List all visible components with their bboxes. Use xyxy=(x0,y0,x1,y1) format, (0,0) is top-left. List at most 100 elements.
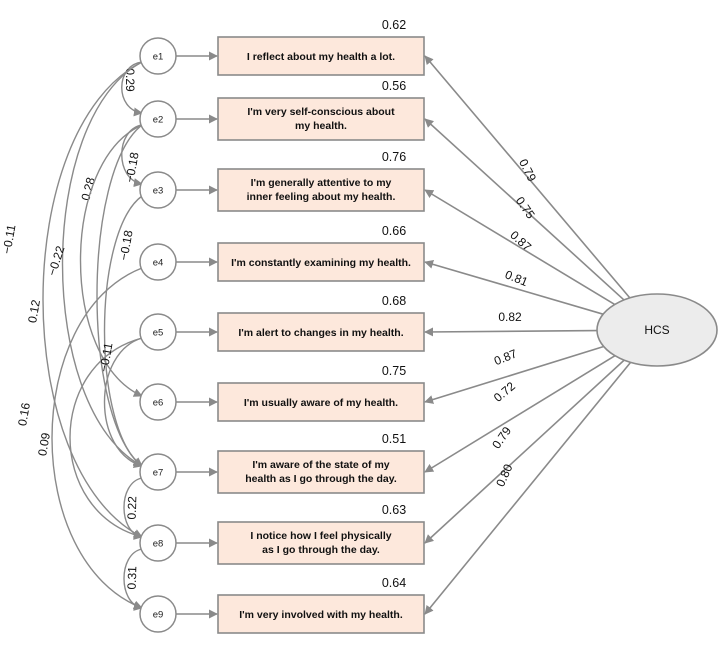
item-rect xyxy=(217,382,425,422)
item-layer: I reflect about my health a lot. 0.62I'm … xyxy=(217,18,425,634)
item-box-5: I'm alert to changes in my health. xyxy=(217,312,425,352)
covariance-value-e2-e3: −0.18 xyxy=(123,151,142,184)
item-text-line: health as I go through the day. xyxy=(245,473,397,485)
latent-label: HCS xyxy=(644,323,669,337)
r-squared-4: 0.66 xyxy=(382,224,406,238)
covariance-value-e1-e7: 0.12 xyxy=(25,298,43,324)
error-label: e8 xyxy=(153,539,164,550)
error-term-e4: e4 xyxy=(139,243,177,281)
item-box-6: I'm usually aware of my health. xyxy=(217,382,425,422)
r-squared-5: 0.68 xyxy=(382,294,406,308)
item-text-line: I'm very involved with my health. xyxy=(239,609,403,621)
loading-value-1: 0.79 xyxy=(516,157,539,184)
covariance-arc-e8-e9 xyxy=(123,543,151,611)
item-rect xyxy=(217,36,425,76)
item-rect xyxy=(217,312,425,352)
loading-path-2 xyxy=(424,118,625,301)
loading-value-9: 0.80 xyxy=(493,462,515,489)
item-box-8: I notice how I feel physically as I go th… xyxy=(217,521,425,565)
item-box-3: I'm generally attentive to my inner feeli… xyxy=(217,168,425,212)
error-term-e9: e9 xyxy=(139,595,177,633)
item-text-line: my health. xyxy=(295,120,347,132)
covariance-value-e8-e9: 0.31 xyxy=(125,566,140,590)
item-text-line: I'm generally attentive to my xyxy=(251,177,392,189)
covariance-value-e2-e6: −0.22 xyxy=(45,244,68,278)
error-label: e7 xyxy=(153,468,164,479)
loading-value-3: 0.87 xyxy=(507,228,534,254)
item-box-7: I'm aware of the state of my health as I … xyxy=(217,450,425,494)
error-label: e4 xyxy=(153,258,164,269)
loading-path-6 xyxy=(424,345,604,404)
error-term-e1: e1 xyxy=(139,37,177,75)
error-term-e2: e2 xyxy=(139,100,177,138)
error-term-e3: e3 xyxy=(139,171,177,209)
loading-value-7: 0.72 xyxy=(491,379,518,405)
item-text-line: I'm usually aware of my health. xyxy=(244,397,398,409)
item-box-1: I reflect about my health a lot. xyxy=(217,36,425,76)
covariance-arc-e5-e7 xyxy=(103,331,152,468)
covariance-arc-e1-e8 xyxy=(42,54,152,538)
error-label: e2 xyxy=(153,115,164,126)
error-term-e8: e8 xyxy=(139,524,177,562)
error-label: e3 xyxy=(153,186,164,197)
covariance-arc-e7-e8 xyxy=(123,472,151,540)
item-rect xyxy=(217,450,425,494)
loading-path-3 xyxy=(424,189,616,306)
r-squared-9: 0.64 xyxy=(382,576,406,590)
error-label: e9 xyxy=(153,610,164,621)
error-term-e7: e7 xyxy=(139,453,177,491)
covariance-arc-e2-e6 xyxy=(79,117,152,397)
error-term-e6: e6 xyxy=(139,383,177,421)
item-rect xyxy=(217,97,425,141)
r-squared-1: 0.62 xyxy=(382,18,406,32)
item-rect xyxy=(217,594,425,634)
item-box-9: I'm very involved with my health. xyxy=(217,594,425,634)
item-text-line: I notice how I feel physically xyxy=(250,530,391,542)
loading-path-9 xyxy=(424,361,632,615)
r-squared-6: 0.75 xyxy=(382,364,406,378)
covariance-value-e2-e7: 0.28 xyxy=(78,176,98,202)
covariance-arc-e2-e3 xyxy=(121,119,151,188)
item-rect xyxy=(217,168,425,212)
loading-path-4 xyxy=(424,259,604,315)
covariance-arc-e3-e7 xyxy=(103,187,152,467)
error-layer: e1 e2 e3 e4 e5 e6 e7 e8 e9 xyxy=(139,37,218,633)
covariance-layer: 0.29−0.110.120.28−0.22−0.18−0.180.160.09… xyxy=(0,54,152,611)
covariance-value-e7-e8: 0.22 xyxy=(125,496,140,520)
latent-layer: HCS xyxy=(596,293,718,367)
error-label: e6 xyxy=(153,398,164,409)
error-term-e5: e5 xyxy=(139,313,177,351)
covariance-arc-e5-e8 xyxy=(69,331,151,540)
r-squared-7: 0.51 xyxy=(382,432,406,446)
item-text-line: I'm aware of the state of my xyxy=(252,459,389,471)
loading-path-5 xyxy=(424,327,598,337)
error-label: e1 xyxy=(153,52,164,63)
loading-value-6: 0.87 xyxy=(492,346,519,368)
r-squared-2: 0.56 xyxy=(382,79,406,93)
covariance-value-e3-e7: −0.18 xyxy=(117,229,136,262)
covariance-value-e5-e7: −0.11 xyxy=(97,341,116,373)
item-text-line: as I go through the day. xyxy=(262,544,380,556)
covariance-value-e4-e9: 0.16 xyxy=(15,401,33,427)
item-box-4: I'm constantly examining my health. xyxy=(217,242,425,282)
loading-path-7 xyxy=(424,355,616,473)
item-text-line: inner feeling about my health. xyxy=(247,191,396,203)
item-rect xyxy=(217,521,425,565)
item-rect xyxy=(217,242,425,282)
item-text-line: I'm alert to changes in my health. xyxy=(238,327,403,339)
item-text-line: I'm constantly examining my health. xyxy=(231,257,411,269)
covariance-arc-e1-e7 xyxy=(61,54,152,467)
latent-factor: HCS xyxy=(596,293,718,367)
loading-path-8 xyxy=(424,359,625,544)
covariance-value-e5-e8: 0.09 xyxy=(35,431,53,457)
error-label: e5 xyxy=(153,328,164,339)
loading-value-8: 0.79 xyxy=(489,424,514,451)
r-squared-8: 0.63 xyxy=(382,503,406,517)
loading-path-1 xyxy=(424,55,631,299)
item-text-line: I reflect about my health a lot. xyxy=(247,51,395,63)
r-squared-3: 0.76 xyxy=(382,150,406,164)
covariance-arc-e4-e9 xyxy=(51,260,152,610)
latent-ellipse xyxy=(596,293,718,367)
